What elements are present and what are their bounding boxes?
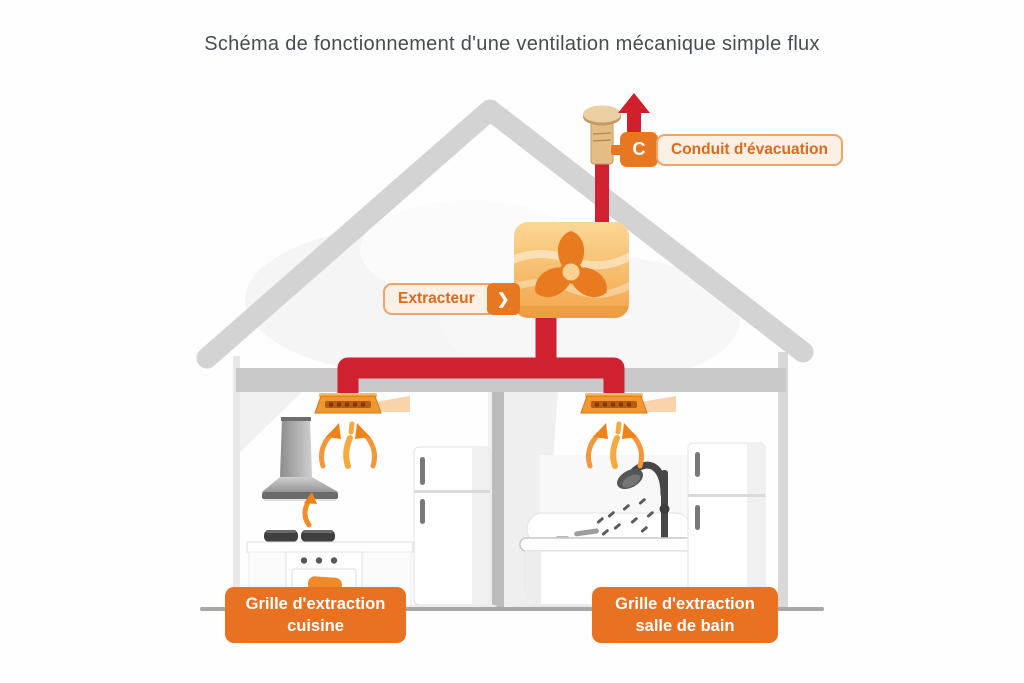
extractor-unit <box>514 222 629 318</box>
kitchen-airflow-arrows <box>321 423 374 466</box>
hood-airflow-arrow <box>302 492 317 528</box>
exhaust-chimney <box>583 105 621 165</box>
extracteur-label: Extracteur <box>383 283 490 315</box>
range-hood <box>262 417 338 501</box>
diagram-title: Schéma de fonctionnement d'une ventilati… <box>204 33 820 55</box>
bathroom-cabinet <box>687 442 766 612</box>
water-drops <box>596 498 654 536</box>
kitchen-grille-label-line2: cuisine <box>287 617 344 635</box>
kitchen-grille-label-line1: Grille d'extraction <box>245 594 386 613</box>
left-wall <box>233 356 240 608</box>
extracteur-callout: Extracteur ❯ <box>383 283 520 315</box>
fan-icon <box>535 231 607 298</box>
right-wall <box>778 352 788 608</box>
chevron-right-icon: ❯ <box>486 283 520 315</box>
conduit-label: Conduit d'évacuation <box>656 134 843 166</box>
conduit-callout-connector <box>611 145 622 155</box>
kitchen-fridge <box>413 446 491 606</box>
shower <box>596 461 670 546</box>
bathroom-grille-label: Grille d'extraction salle de bain <box>592 587 778 643</box>
red-up-arrow-icon <box>618 93 650 134</box>
bathroom-grille-label-line1: Grille d'extraction <box>615 594 755 613</box>
roof <box>196 99 814 369</box>
bathroom-grille <box>580 392 677 414</box>
bathroom-grille-label-line2: salle de bain <box>635 617 735 635</box>
conduit-badge: C <box>620 132 658 167</box>
kitchen-grille <box>314 392 411 414</box>
kitchen-grille-label: Grille d'extraction cuisine <box>225 587 406 643</box>
